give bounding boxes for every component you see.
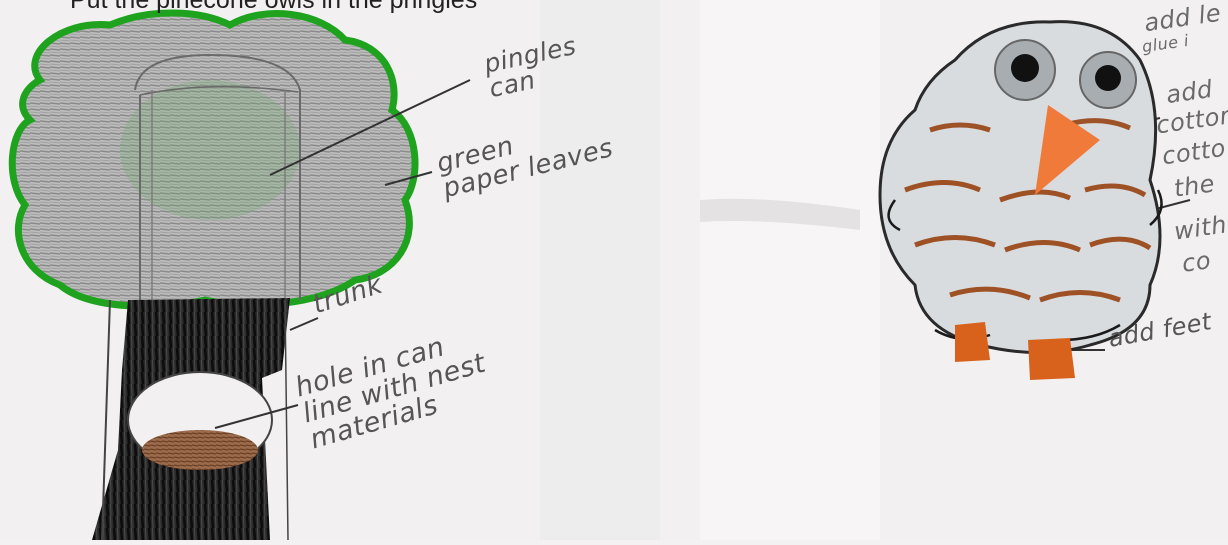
owl-note-line: glue i [1141, 33, 1190, 55]
owl-note-line: with [1173, 212, 1228, 243]
owl-note-line: the [1173, 171, 1217, 200]
owl-note-line: add le [1143, 1, 1223, 36]
owl-note-line: cotto [1161, 136, 1228, 169]
owl-left-foot [955, 322, 990, 362]
owl-side-notes: add le glue i add cotton cotto the with … [1126, 0, 1228, 300]
owl-note-line: cotton [1155, 103, 1228, 138]
worksheet-caption: Put the pinecone owls in the pringles [70, 0, 477, 15]
tree-crown [12, 13, 415, 306]
owl-note-line: add [1165, 77, 1215, 107]
owl-right-foot [1028, 338, 1075, 380]
owl-note-line: co [1180, 248, 1212, 276]
nest [142, 430, 258, 470]
